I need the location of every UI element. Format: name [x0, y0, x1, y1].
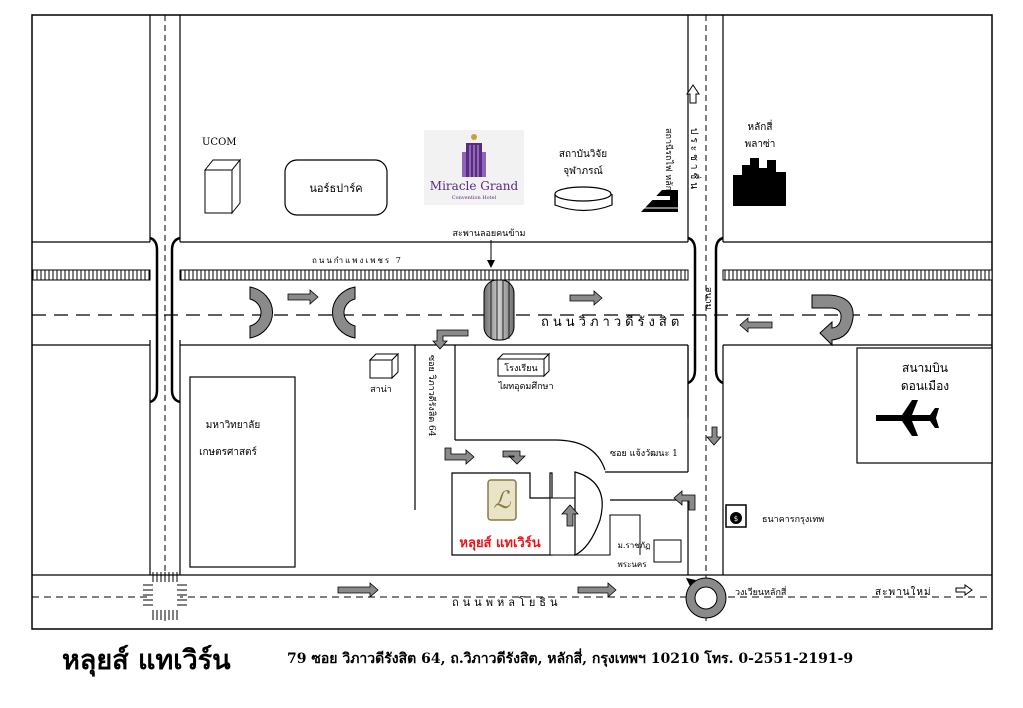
kamphaeng-phet-road-label: ถนนกำแพงเพชร 7	[312, 256, 403, 265]
laksi-plaza-label-2: พลาซ่า	[745, 139, 776, 150]
svg-text:$: $	[734, 515, 738, 523]
footer-hotel-name: หลุยส์ แทเวิร์น	[62, 645, 231, 676]
miracle-grand-label: Miracle Grand	[430, 179, 519, 193]
u-turn-right-icon	[331, 286, 356, 339]
airport-label-1: สนามบิน	[902, 361, 948, 375]
northpark-label: นอร์ธปาร์ค	[309, 182, 362, 195]
airplane-icon	[876, 400, 939, 436]
northpark-block	[284, 159, 388, 216]
school-label-2: ไผทอุดมศึกษา	[497, 381, 553, 392]
ucom-label: UCOM	[202, 137, 237, 148]
footbridge-pointer-arrowhead	[487, 260, 495, 268]
sanna-building-icon	[368, 352, 400, 380]
sanna-label: สาน่า	[370, 385, 392, 395]
footbridge-steps	[490, 280, 510, 340]
laksi-plaza-skyline-icon	[733, 158, 786, 206]
chulabhorn-building-icon	[554, 186, 613, 212]
saphan-mai-label: สะพานใหม่	[875, 586, 932, 598]
saphan-mai-arrow-icon	[955, 584, 973, 596]
kasetsart-block	[189, 376, 296, 568]
u-turn-left-icon	[249, 286, 274, 339]
north-arrow-icon	[686, 84, 700, 104]
laksi-plaza-label-1: หลักสี่	[748, 119, 773, 133]
hotel-logo-icon: ℒ	[487, 479, 517, 521]
airport-label-2: ดอนเมือง	[901, 379, 949, 393]
hotel-label: หลุยส์ แทเวิร์น	[459, 535, 540, 551]
kasetsart-label-1: มหาวิทยาลัย	[206, 420, 260, 431]
traffic-circle-icon	[685, 577, 727, 619]
horizontal-roads	[32, 241, 992, 598]
hotel-drop-off-arc	[574, 471, 603, 556]
u-turn-airport-icon	[811, 294, 854, 347]
rajabhat-block	[653, 539, 682, 563]
bangkok-bank-icon: $	[725, 504, 747, 528]
school-building-icon	[496, 352, 551, 378]
bangkok-bank-label: ธนาคารกรุงเทพ	[762, 515, 824, 525]
crosswalk-icon	[143, 572, 187, 620]
kasetsart-label-2: เกษตรศาสตร์	[199, 446, 257, 458]
school-label-1: โรงเรียน	[504, 363, 537, 374]
footbridge-icon	[483, 279, 515, 341]
vibhavadi-soi-64-label: ซอย วิภาวดีรังสิต 64	[426, 355, 437, 437]
expressway-band-left	[31, 269, 151, 281]
expressway-band-mid	[179, 269, 689, 281]
ucom-building-icon	[203, 158, 242, 215]
chaengwattana-soi-label: ซอย แจ้งวัฒนะ 1	[610, 448, 678, 459]
miracle-grand-logo-icon	[424, 130, 524, 205]
svg-text:ℒ: ℒ	[493, 486, 511, 514]
phahonyothin-road-label: ถนนพหลโยธิน	[452, 595, 562, 609]
soi-inner-boundary	[575, 514, 641, 556]
rajabhat-label-1: ม.ราชภัฏ	[618, 541, 651, 550]
train-icon	[641, 190, 678, 212]
chulabhorn-label-1: สถาบันวิจัย	[559, 149, 607, 160]
location-map: UCOM นอร์ธปาร์ค Miracle Grand Convention…	[31, 14, 993, 630]
expressway-band-right	[722, 269, 993, 281]
chulabhorn-label-2: จุฬาภรณ์	[563, 165, 603, 177]
sanam-label: สนาม	[703, 287, 713, 310]
direction-arrows	[287, 289, 773, 598]
laksi-circle-label: วงเวียนหลักสี่	[735, 585, 787, 598]
vibhavadi-road-label: ถนนวิภาวดีรังสิต	[541, 314, 683, 330]
miracle-grand-sublabel: Convention Hotel	[452, 195, 497, 201]
footbridge-label: สะพานลอยคนข้าม	[453, 228, 526, 239]
prachachuen-road-label: ประชาชื่น	[688, 128, 702, 192]
rajabhat-label-2: พระนคร	[618, 560, 648, 569]
soi-roads	[414, 345, 689, 575]
footer-address: 79 ซอย วิภาวดีรังสิต 64, ถ.วิภาวดีรังสิต…	[287, 651, 854, 667]
vertical-roads	[149, 15, 724, 625]
intersection-braces	[149, 236, 724, 404]
airport-block	[856, 347, 993, 464]
train-station-label: สถานีรถไฟ หลักสี่	[663, 128, 676, 197]
